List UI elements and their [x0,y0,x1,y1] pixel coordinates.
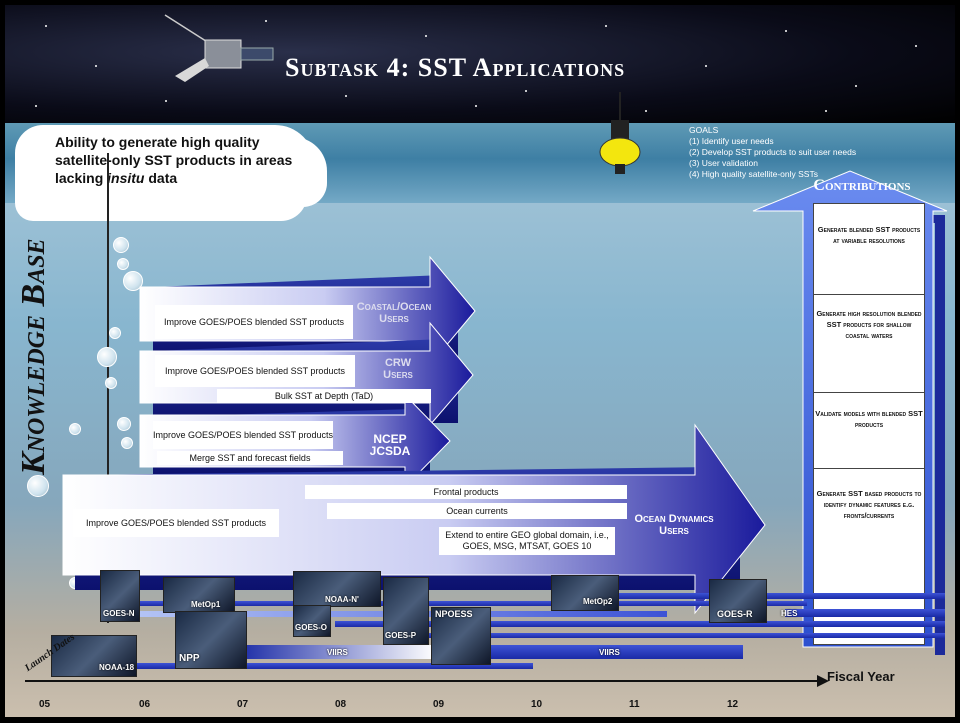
contribution-item: Generate SST based products to identify … [816,489,922,520]
contribution-item: Generate blended SST products at variabl… [817,225,921,245]
bubble [117,258,129,270]
contribution-item: Validate models with blended SST product… [815,409,923,429]
arrow-box: Improve GOES/POES blended SST products [155,355,355,387]
bubble [69,423,81,435]
satellite-goes-o-icon [293,605,331,637]
satellite-noaa18-icon [51,635,137,677]
year-tick: 09 [433,699,445,710]
bubble [109,327,121,339]
year-tick: 07 [237,699,249,710]
buoy-icon [599,92,641,174]
arrow-box: Merge SST and forecast fields [157,451,343,465]
satellite-label: GOES-N [103,609,135,618]
satellite-label: NPOESS [435,609,473,619]
arrow-box: Extend to entire GEO global domain, i.e.… [439,527,615,555]
space-background [5,5,955,123]
contribution-item: Generate high resolution blended SST pro… [816,309,922,340]
timeline-bar [127,601,807,606]
fiscal-axis [25,675,829,687]
year-tick: 12 [727,699,739,710]
satellite-npp-icon [175,611,247,669]
timeline-bar [335,621,945,627]
year-tick: 06 [139,699,151,710]
arrow-box: Improve GOES/POES blended SST products [73,509,279,537]
year-tick: 05 [39,699,51,710]
goals-list: GOALS (1) Identify user needs (2) Develo… [689,125,856,180]
bubble [97,347,117,367]
viirs-bar [435,645,743,659]
arrow-box: Improve GOES/POES blended SST products [155,305,353,339]
bubble [121,437,133,449]
satellite-label: NOAA-N' [325,595,359,604]
goal-item: (3) User validation [689,158,758,168]
goal-item: (2) Develop SST products to suit user ne… [689,147,857,157]
cloud-callout [15,125,315,207]
satellite-goes-r-icon [709,579,767,623]
goal-item: (4) High quality satellite-only SSTs [689,169,818,179]
arrow-box: Improve GOES/POES blended SST products [153,421,333,449]
hes-label: HES [781,609,798,618]
arrow-box: Frontal products [305,485,627,499]
viirs-label: VIIRS [599,648,620,657]
cloud-text: Ability to generate high quality satelli… [55,134,293,186]
page-title: Subtask 4: SST Applications [285,53,626,82]
satellite-goes-p-icon [383,577,429,645]
goal-item: (1) Identify user needs [689,136,774,146]
satellite-label: GOES-P [385,631,417,640]
year-tick: 10 [531,699,543,710]
satellite-goes-n-icon [100,570,140,622]
bubble [105,377,117,389]
bubble [117,417,131,431]
slide: Subtask 4: SST Applications GOALS (1) Id… [5,5,955,717]
satellite-label: GOES-O [295,623,328,632]
contributions-heading: Contributions [813,177,911,194]
goals-heading: GOALS [689,125,719,135]
satellite-label: NOAA-18 [99,663,135,672]
satellite-noaa-n-icon [293,571,381,607]
timeline-bar [785,609,945,617]
satellite-label: NPP [179,653,200,664]
arrow-box: Ocean currents [327,503,627,519]
satellite-label: MetOp1 [191,600,221,609]
year-tick: 08 [335,699,347,710]
fiscal-year-label: Fiscal Year [827,669,895,684]
viirs-bar [237,645,435,659]
timeline-bar [97,663,533,669]
satellite-header-icon [164,14,274,82]
bubble [113,237,129,253]
satellite-npoess-icon [431,607,491,665]
contributions-puzzle: Generate blended SST products at variabl… [813,203,925,645]
year-tick: 11 [629,699,640,710]
bubble [27,475,49,497]
satellite-metop2-icon [551,575,619,611]
satellite-label: MetOp2 [583,597,613,606]
satellite-label: GOES-R [717,609,753,619]
timeline-bar [425,633,945,638]
viirs-label: VIIRS [327,648,348,657]
bubble [123,271,143,291]
arrow-box: Bulk SST at Depth (TaD) [217,389,431,403]
